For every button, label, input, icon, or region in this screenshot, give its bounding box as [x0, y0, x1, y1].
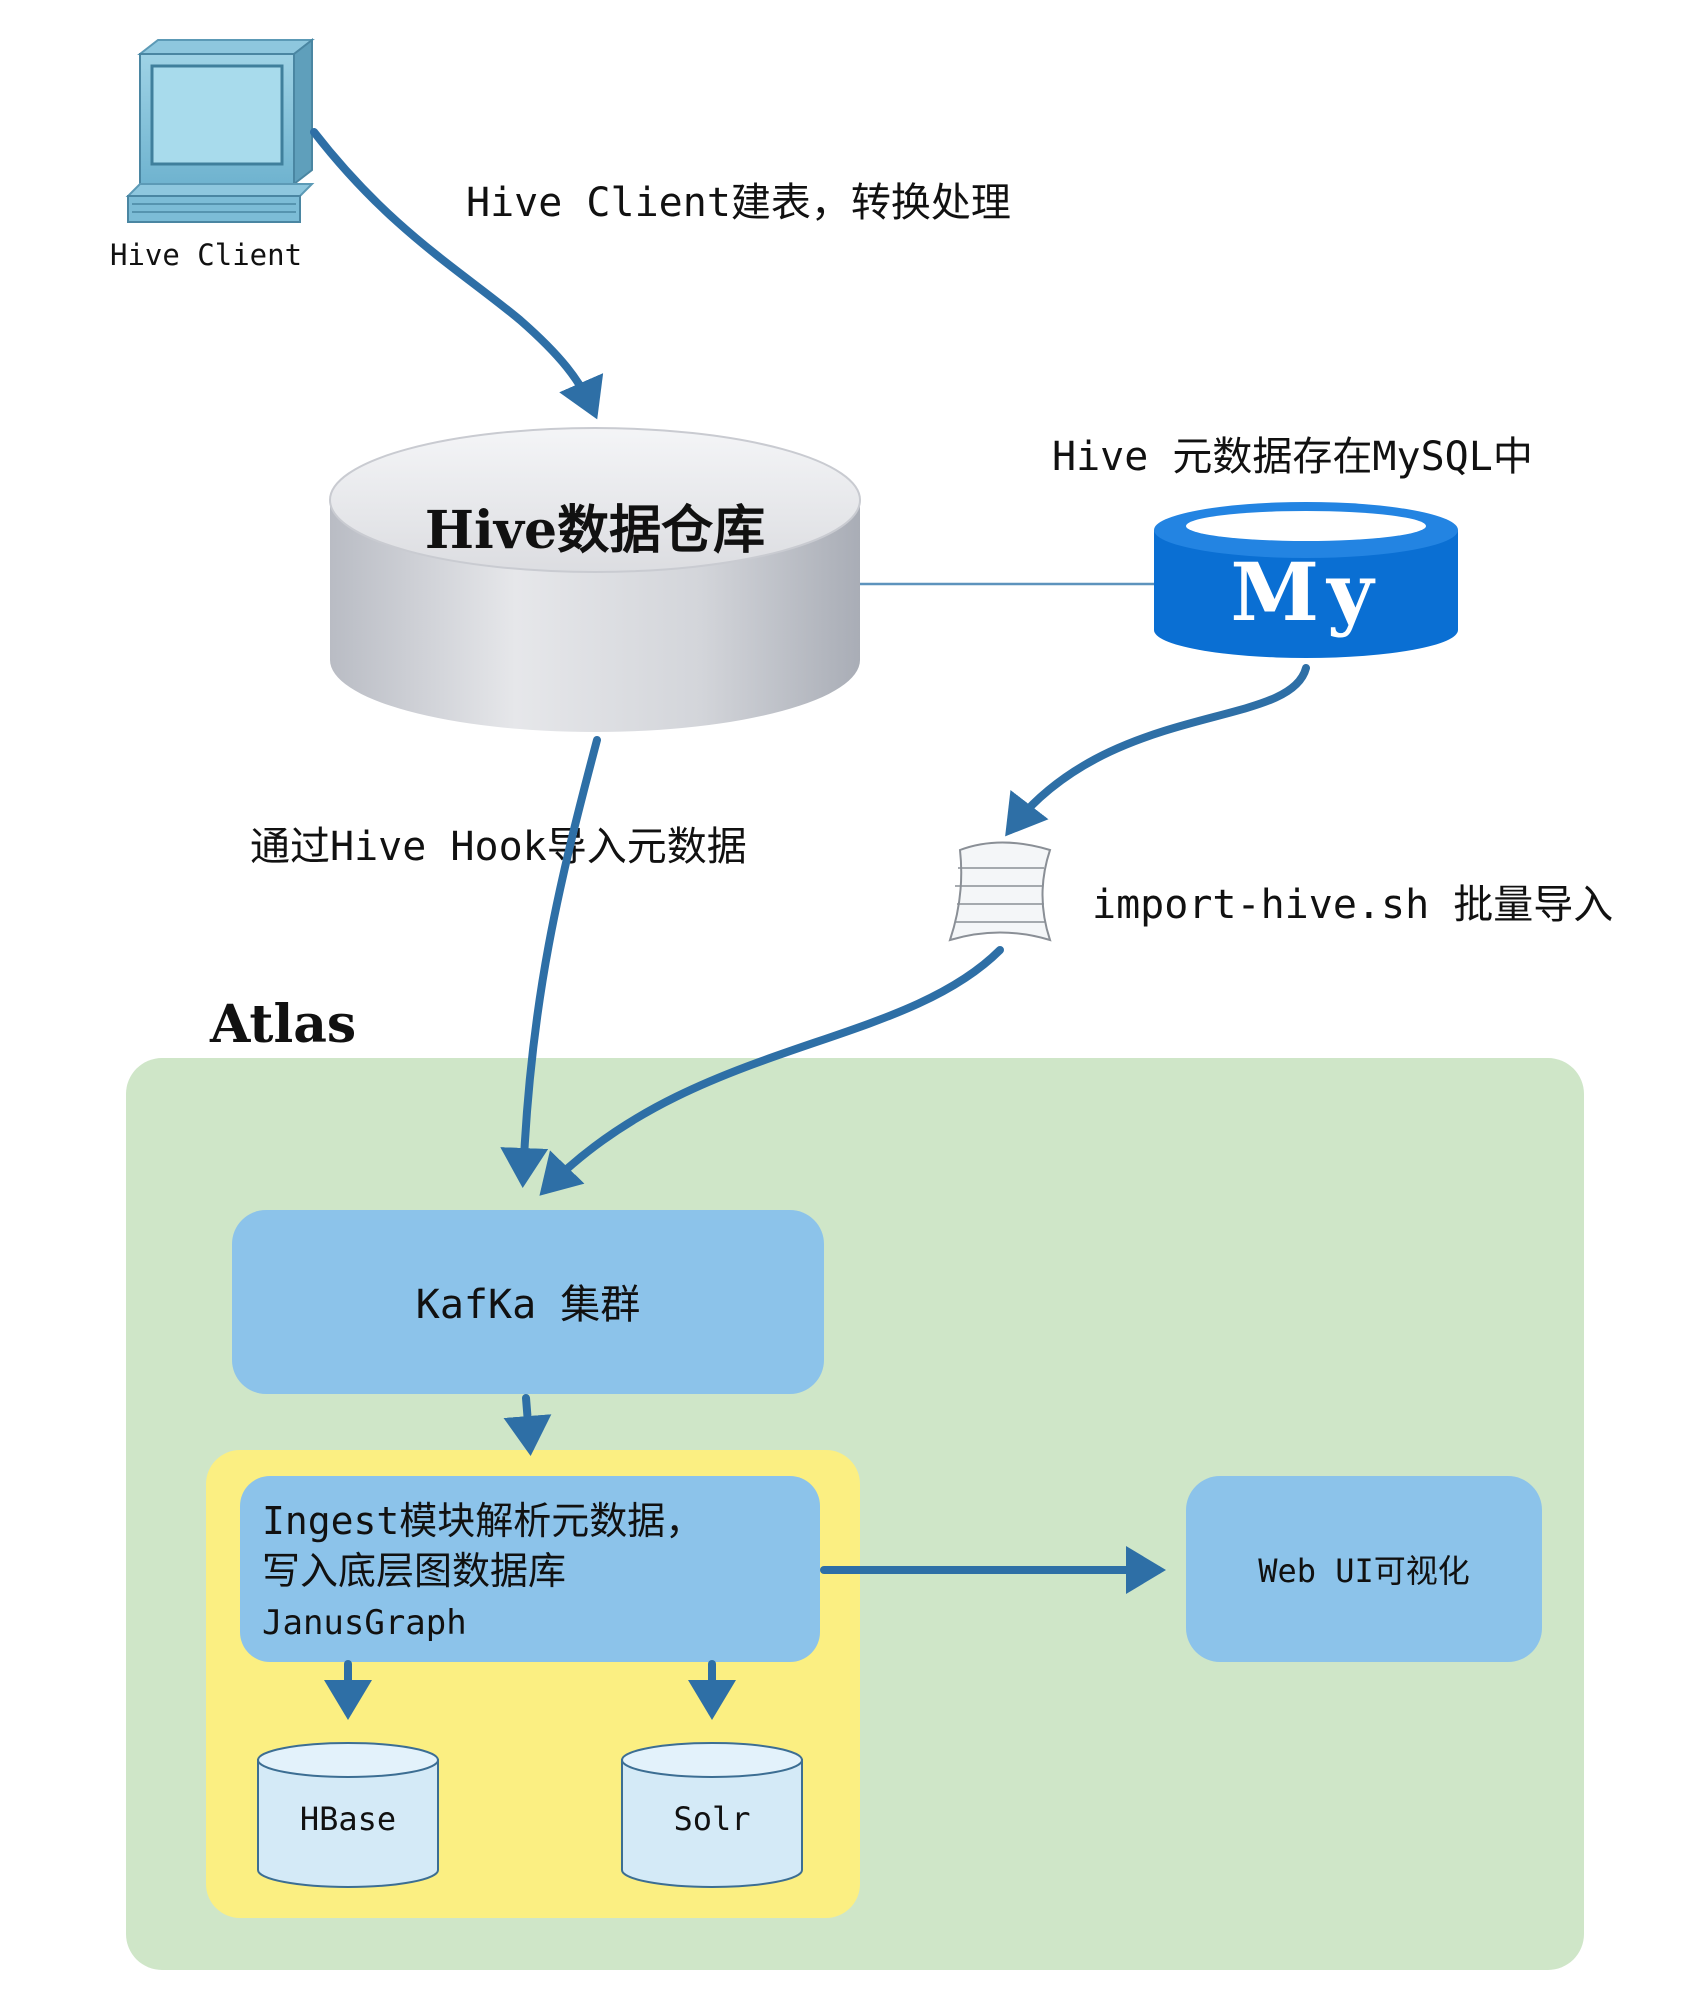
web-ui-box	[1186, 1476, 1542, 1662]
hive-warehouse-label: Hive数据仓库	[425, 500, 765, 561]
hive-client-label: Hive Client	[110, 238, 302, 272]
mysql-caption: Hive 元数据存在MySQL中	[1052, 434, 1533, 480]
computer-icon	[125, 37, 315, 223]
mysql-logo-text: My	[1230, 545, 1381, 639]
ingest-box	[240, 1476, 820, 1662]
ingest-line2: 写入底层图数据库	[262, 1549, 566, 1593]
hbase-cylinder	[257, 1742, 439, 1888]
client-to-hive-label: Hive Client建表，转换处理	[466, 180, 1011, 226]
arrow-kafka-to-ingest	[503, 1394, 552, 1456]
arrow-mysql-to-script	[1005, 664, 1310, 837]
web-ui-label: Web UI可视化	[1258, 1552, 1470, 1590]
arrow-script-to-kafka	[539, 946, 1004, 1196]
import-script-label: import-hive.sh 批量导入	[1092, 882, 1613, 928]
solr-label: Solr	[673, 1800, 750, 1838]
arrow-client-to-warehouse	[310, 128, 604, 420]
script-document-icon	[948, 841, 1052, 942]
kafka-label: KafKa 集群	[416, 1282, 641, 1328]
kafka-cluster-box	[232, 1210, 824, 1394]
mysql-icon	[1154, 502, 1458, 658]
solr-cylinder	[621, 1742, 803, 1888]
ingest-line1: Ingest模块解析元数据，	[262, 1499, 703, 1543]
ingest-line3: JanusGraph	[262, 1603, 467, 1643]
hive-warehouse-cylinder	[329, 427, 861, 732]
atlas-label: Atlas	[209, 994, 356, 1055]
hbase-label: HBase	[300, 1800, 396, 1838]
hive-hook-label: 通过Hive Hook导入元数据	[250, 824, 747, 870]
arrow-warehouse-to-kafka	[500, 736, 601, 1188]
